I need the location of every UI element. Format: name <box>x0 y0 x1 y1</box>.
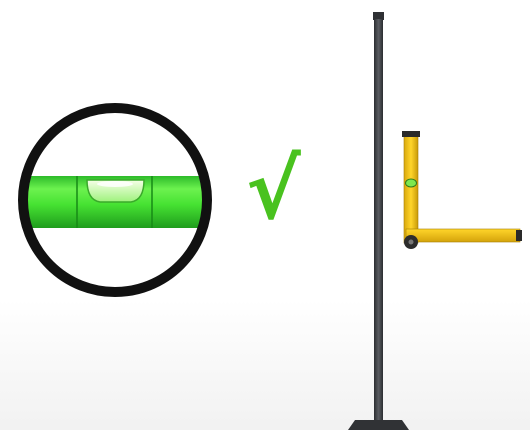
check-mark-icon: √ <box>246 143 301 238</box>
floor-shadow <box>0 300 530 430</box>
magnifier-ring <box>18 103 212 297</box>
spirit-level-bubble-icon <box>18 103 212 297</box>
l-shaped-angle-level-icon <box>402 131 522 249</box>
vertical-pole-icon <box>348 12 409 430</box>
pole-base <box>348 420 409 430</box>
